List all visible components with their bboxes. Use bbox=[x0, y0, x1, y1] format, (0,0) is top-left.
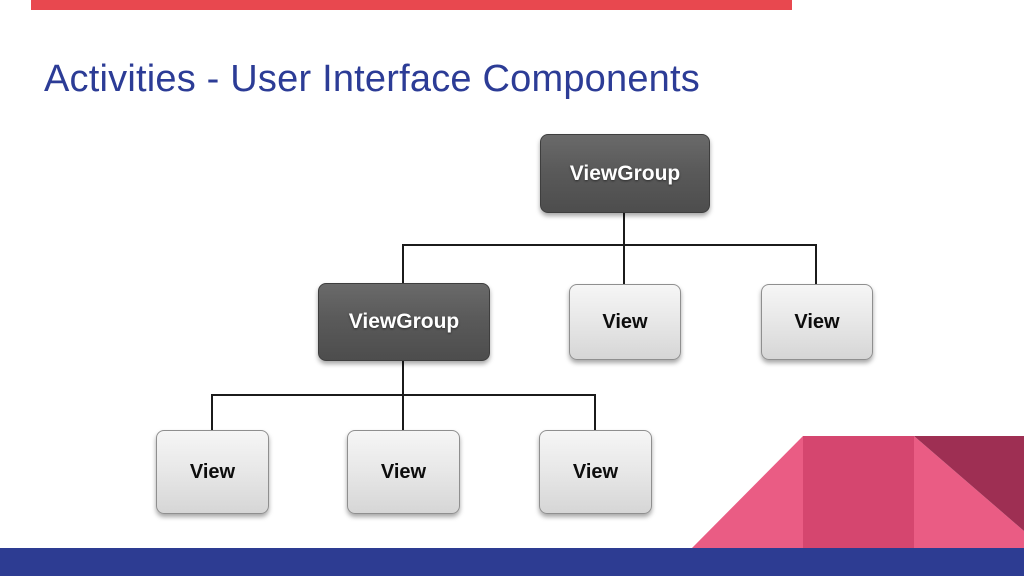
node-view-l2-right: View bbox=[761, 284, 873, 360]
node-label: View bbox=[602, 310, 648, 333]
node-label: View bbox=[189, 460, 236, 483]
top-accent-bar bbox=[31, 0, 792, 10]
node-viewgroup-child: ViewGroup bbox=[318, 283, 490, 361]
node-view-l3-middle: View bbox=[347, 430, 460, 514]
node-label: View bbox=[380, 460, 427, 483]
node-label: ViewGroup bbox=[348, 310, 460, 333]
node-view-l3-right: View bbox=[539, 430, 652, 514]
slide-title: Activities - User Interface Components bbox=[44, 58, 700, 100]
node-label: View bbox=[572, 460, 619, 483]
node-view-l2-middle: View bbox=[569, 284, 681, 360]
bottom-accent-bar bbox=[0, 548, 1024, 576]
node-viewgroup-root: ViewGroup bbox=[540, 134, 710, 213]
node-label: View bbox=[794, 310, 840, 333]
node-label: ViewGroup bbox=[569, 161, 681, 185]
node-view-l3-left: View bbox=[156, 430, 269, 514]
